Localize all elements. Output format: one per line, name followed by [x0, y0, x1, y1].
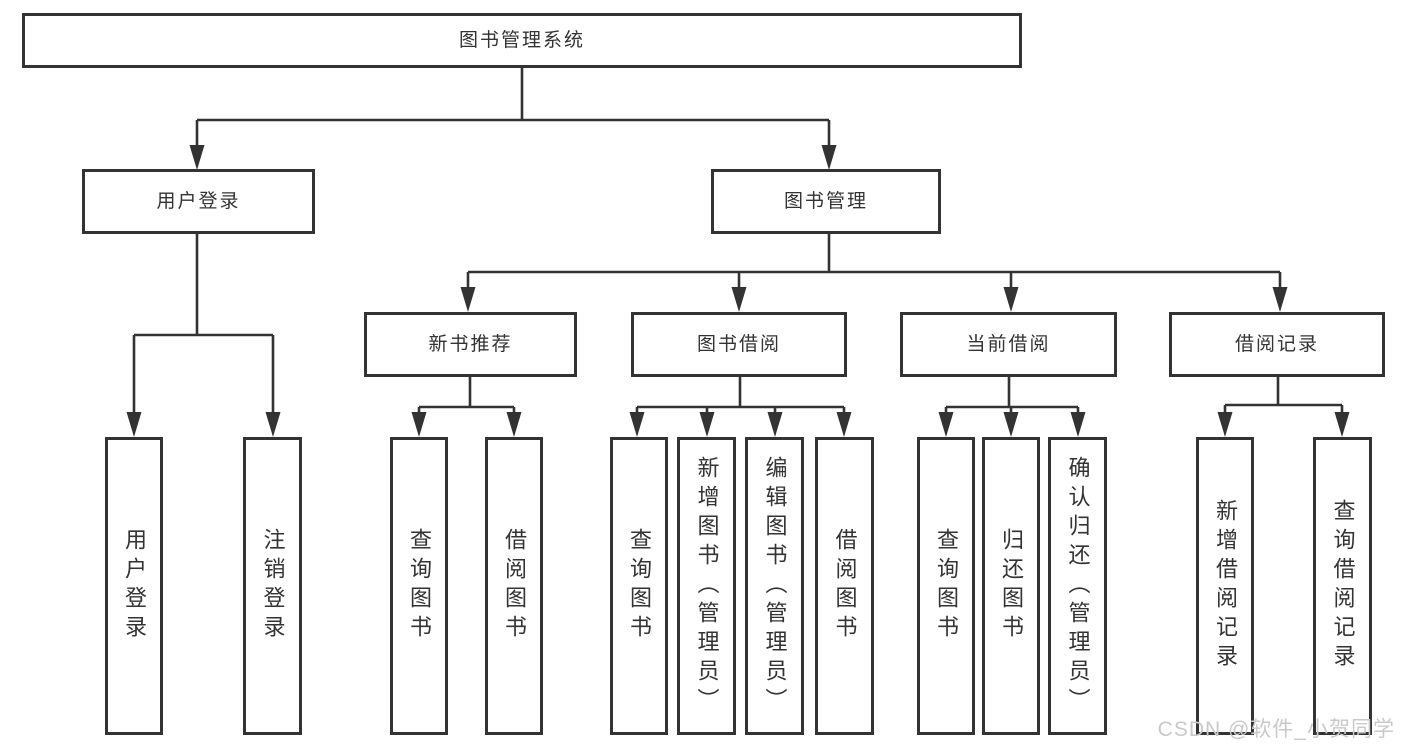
node-query-books-current: 查询图书	[917, 437, 975, 735]
node-label: 新增借阅记录	[1213, 499, 1238, 673]
node-return-books: 归还图书	[982, 437, 1040, 735]
node-borrow-books-recommend: 借阅图书	[485, 437, 543, 735]
node-confirm-return-admin: 确认归还（管理员）	[1048, 437, 1107, 735]
node-label: 注销登录	[260, 528, 286, 644]
node-label: 用户登录	[122, 528, 147, 644]
node-query-borrow-record: 查询借阅记录	[1313, 437, 1372, 735]
node-root-system: 图书管理系统	[22, 13, 1022, 68]
node-label: 当前借阅	[966, 334, 1051, 355]
node-book-borrowing: 图书借阅	[631, 312, 847, 377]
node-label: 确认归还（管理员）	[1065, 455, 1091, 717]
node-label: 借阅图书	[502, 528, 527, 644]
node-query-books-recommend: 查询图书	[390, 437, 448, 735]
node-label: 查询图书	[627, 528, 652, 644]
node-user-login: 用户登录	[105, 437, 163, 735]
node-label: 借阅图书	[832, 528, 858, 644]
node-new-book-recommend: 新书推荐	[364, 312, 577, 377]
node-label: 图书借阅	[696, 334, 781, 355]
node-query-books-borrowing: 查询图书	[610, 437, 668, 735]
node-current-borrowing: 当前借阅	[900, 312, 1117, 377]
node-label: 查询图书	[407, 528, 432, 644]
node-user-login-branch: 用户登录	[82, 169, 315, 234]
node-borrow-books: 借阅图书	[815, 437, 874, 735]
node-label: 查询借阅记录	[1330, 499, 1356, 673]
node-label: 新增图书（管理员）	[694, 455, 720, 717]
node-label: 归还图书	[999, 528, 1024, 644]
node-add-borrow-record: 新增借阅记录	[1196, 437, 1254, 735]
csdn-watermark: CSDN @软件_小贺同学	[1157, 718, 1395, 741]
node-edit-books-admin: 编辑图书（管理员）	[745, 437, 804, 735]
node-label: 用户登录	[156, 191, 241, 212]
node-add-books-admin: 新增图书（管理员）	[677, 437, 736, 735]
node-label: 新书推荐	[428, 334, 513, 355]
node-label: 借阅记录	[1234, 334, 1319, 355]
node-label: 查询图书	[934, 528, 959, 644]
node-label: 图书管理系统	[458, 30, 585, 51]
node-book-management-branch: 图书管理	[711, 169, 941, 234]
node-logout: 注销登录	[243, 437, 302, 735]
node-borrowing-records: 借阅记录	[1169, 312, 1385, 377]
node-label: 编辑图书（管理员）	[762, 455, 788, 717]
node-label: 图书管理	[783, 191, 868, 212]
